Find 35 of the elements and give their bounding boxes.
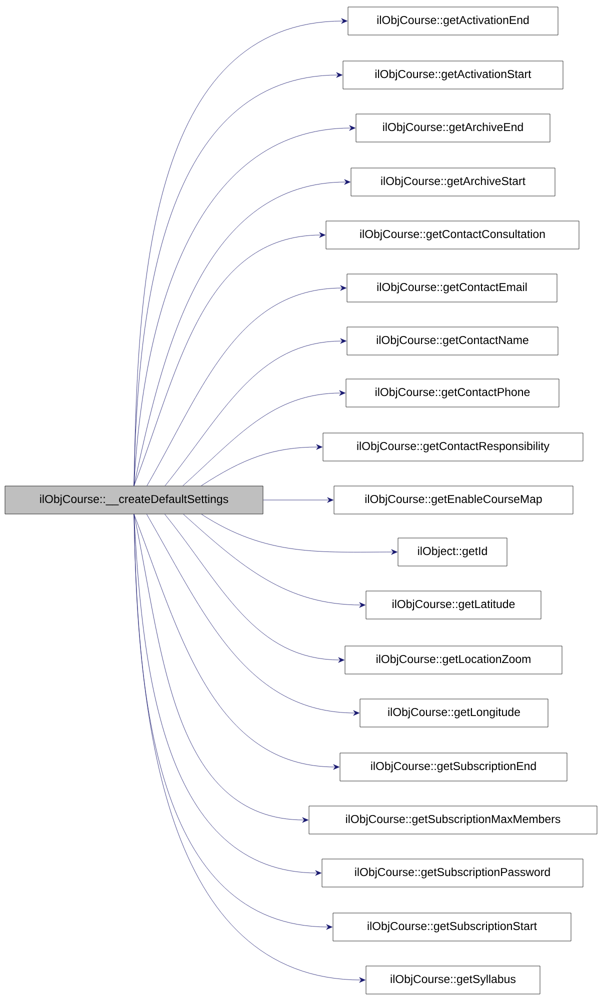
- arrow: [200, 444, 322, 486]
- function-box: ilObjCourse::getEnableCourseMap: [334, 486, 574, 514]
- function-box: ilObjCourse::getSubscriptionMaxMembers: [308, 806, 598, 834]
- arrow: [183, 514, 366, 608]
- arrow: [182, 390, 346, 486]
- function-box: ilObjCourse::getArchiveStart: [350, 168, 556, 196]
- arrow: [201, 514, 398, 555]
- arrow: [134, 514, 366, 983]
- function-box: ilObjCourse::getLongitude: [360, 698, 548, 728]
- function-box: ilObject::getId: [398, 538, 508, 566]
- function-box: ilObjCourse::getContactName: [346, 326, 558, 356]
- arrow: [134, 514, 340, 770]
- arrow: [134, 232, 326, 486]
- arrow: [146, 285, 346, 486]
- function-box: ilObjCourse::getSubscriptionStart: [332, 912, 572, 942]
- function-box: ilObjCourse::getContactResponsibility: [322, 432, 584, 462]
- arrow: [164, 514, 344, 663]
- function-box: ilObjCourse::getContactPhone: [346, 378, 560, 408]
- function-box: ilObjCourse::getSubscriptionEnd: [340, 752, 568, 782]
- function-box: ilObjCourse::getActivationEnd: [348, 6, 558, 36]
- arrow: [134, 514, 308, 823]
- function-box: ilObjCourse::getSyllabus: [366, 966, 540, 994]
- arrow: [134, 125, 356, 486]
- arrow: [263, 497, 334, 503]
- function-box: ilObjCourse::getLocationZoom: [344, 646, 562, 674]
- arrow: [146, 514, 360, 716]
- function-box: ilObjCourse::getArchiveEnd: [356, 114, 550, 142]
- function-box: ilObjCourse::__createDefaultSettings: [4, 486, 264, 514]
- function-box: ilObjCourse::getSubscriptionPassword: [322, 858, 584, 888]
- arrow: [164, 338, 346, 486]
- function-box: ilObjCourse::getContactConsultation: [326, 220, 580, 250]
- function-box: ilObjCourse::getContactEmail: [346, 274, 558, 302]
- arrow: [134, 179, 350, 486]
- function-box: ilObjCourse::getActivationStart: [342, 60, 564, 90]
- function-box: ilObjCourse::getLatitude: [366, 590, 542, 620]
